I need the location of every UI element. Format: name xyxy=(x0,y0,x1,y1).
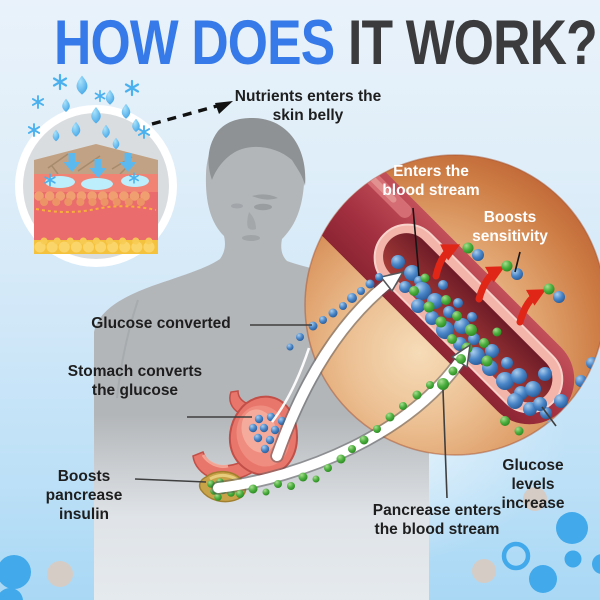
nutrients-label: Nutrients enters the skin belly xyxy=(234,88,382,124)
face-shading xyxy=(231,194,278,241)
page-title: HOW DOES IT WORK? xyxy=(54,12,598,75)
enters-blood-label: Enters the blood stream xyxy=(382,163,480,199)
glucose-molecules xyxy=(391,255,552,400)
glucose-levels-label: Glucose levels increase xyxy=(501,457,565,512)
boosts-sensitivity-label: Boosts sensitivity xyxy=(472,209,548,245)
hair xyxy=(208,118,306,186)
skin-inset-illustration xyxy=(15,73,177,267)
title-rest: IT WORK? xyxy=(334,8,598,78)
glucose-converted-label: Glucose converted xyxy=(91,315,231,332)
pointer-lines xyxy=(134,207,557,499)
skin-layers xyxy=(34,144,161,254)
title-highlight: HOW DOES xyxy=(54,8,335,78)
blood-vessel-circle xyxy=(304,154,600,456)
insulin-trail xyxy=(236,354,466,498)
decor-circles xyxy=(0,487,600,600)
sensitized-molecule-pairs xyxy=(462,242,565,303)
release-arrow-icons xyxy=(432,244,547,326)
boosts-pancrease-label: Boosts pancrease insulin xyxy=(45,468,123,523)
stomach-converts-label: Stomach converts the glucose xyxy=(67,363,203,399)
pancrease-enters-label: Pancrease enters the blood stream xyxy=(372,502,502,538)
glucose-trail xyxy=(286,273,383,351)
dashed-arrow-icon xyxy=(151,101,233,126)
